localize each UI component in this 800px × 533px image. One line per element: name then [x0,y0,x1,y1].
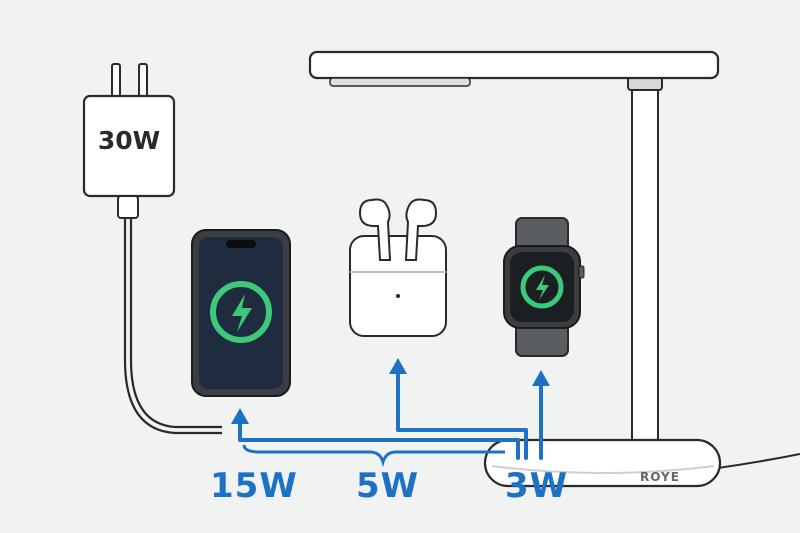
base-brand-label: ROYE [640,470,680,484]
phone-charge-ring [210,281,272,343]
adapter-plug [117,195,139,219]
earbuds-wattage: 5W [356,466,420,506]
earbud-left [358,198,392,261]
phone-wattage: 15W [210,466,298,506]
charging-base [483,438,722,488]
adapter-wattage: 30W [97,126,161,155]
adapter-cable [123,218,222,435]
smartphone [191,229,291,397]
watch-bolt-icon [536,275,549,300]
earbud-right [404,198,438,261]
watch-charge-ring [520,265,564,309]
lamp-cord [717,453,800,469]
desk-lamp [308,50,720,447]
earbuds-case [349,235,447,337]
brace [242,444,505,468]
adapter-prongs [111,63,148,99]
phone-bolt-icon [232,294,252,332]
watch-wattage: 3W [505,466,569,506]
arrow-heads [231,358,550,424]
smartwatch [503,217,585,357]
power-arrows [238,368,543,460]
